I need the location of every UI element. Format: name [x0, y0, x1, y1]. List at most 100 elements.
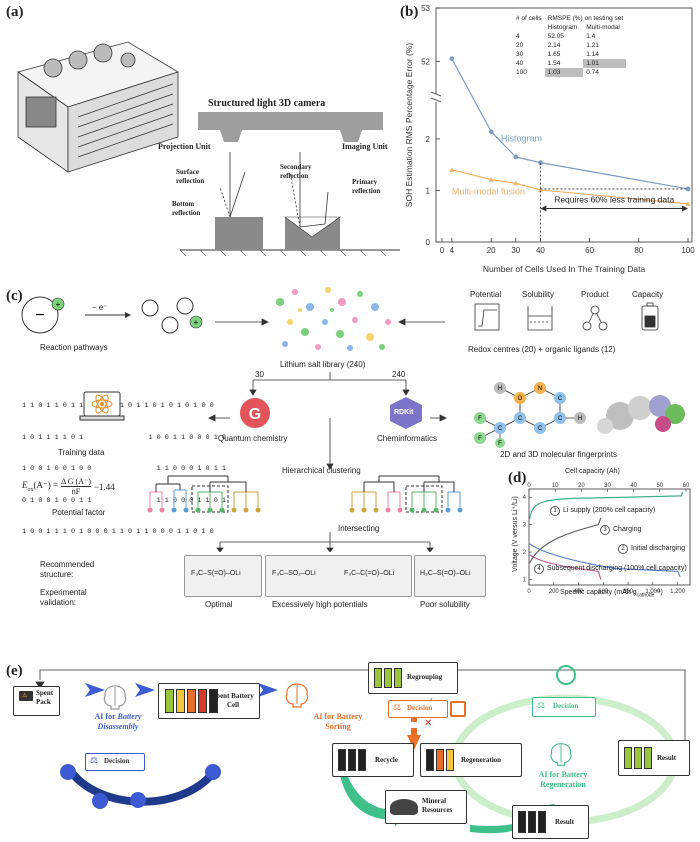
legend-multimodal: Multi-modal fusion [452, 187, 525, 197]
svg-text:H: H [578, 416, 582, 422]
x-tick-label: 4 [450, 246, 455, 255]
y-tick-label: 1 [426, 186, 431, 195]
result-label: Result [657, 754, 677, 762]
y-tick-label: 1 [523, 578, 527, 584]
x-tick-label: 200 [549, 589, 560, 595]
green-cells-icon [624, 747, 652, 769]
potential-factor-label: Potential factor [52, 508, 106, 517]
training-data-label: Training data [58, 448, 105, 457]
spent-pack-label: Spent Pack [36, 689, 54, 706]
range-arrow-head [682, 205, 688, 212]
table-header-group: RMSPE (%) on testing set [547, 15, 624, 22]
prop-solubility: Solubility [522, 290, 555, 299]
decision-disassembly-box: ⚖ Decision [85, 753, 145, 771]
x-tick-label: 0 [527, 589, 531, 595]
potential-formula: Eox(A⁻) = Δ G (A⁻) nF −1.44 [22, 477, 115, 496]
x-tick-label: 60 [585, 246, 594, 255]
binary-row: 1 0 0 1 1 1 0 1 0 0 0 1 1 0 1 1 0 0 0 1 … [22, 528, 214, 536]
dark-cells-icon [338, 749, 366, 771]
range-arrow-head [540, 205, 547, 212]
y-tick-label: 53 [421, 4, 430, 13]
top-tick-label: 0 [527, 483, 531, 489]
electron-label: − e⁻ [92, 303, 108, 312]
prop-potential: Potential [470, 290, 502, 299]
poor-solubility-structure-box: H₃C–S(=O)–OLi [414, 555, 486, 597]
top-tick-label: 20 [578, 483, 585, 489]
svg-text:F: F [498, 441, 502, 447]
camera-title: Structured light 3D camera [208, 98, 326, 109]
table-header-cells: # of cells [516, 15, 542, 22]
gear-icon [92, 793, 108, 809]
server-icon [130, 792, 146, 808]
y-tick-label: 0 [426, 238, 431, 247]
x-tick-label: 20 [487, 246, 496, 255]
curve-subsequent-discharge [529, 554, 602, 580]
recycle-box: Recycle [332, 743, 414, 777]
gavel-icon: ⚖ [393, 702, 402, 712]
x-tick-label: 100 [681, 246, 695, 255]
prop-capacity: Capacity [632, 290, 664, 299]
curve-charging [529, 517, 602, 564]
prop-product: Product [581, 290, 609, 299]
mineral-pile-icon [390, 799, 418, 815]
mixed-cells-icon [426, 749, 454, 771]
binary-row: 1 1 0 1 1 0 1 1 0 1 0 1 1 0 1 1 0 1 0 1 … [22, 402, 214, 410]
cross-icon: ✕ [424, 718, 433, 729]
table-header-mm: Multi-modal [586, 24, 620, 31]
dark-cells-icon [518, 811, 546, 833]
axis-break-mark [430, 91, 442, 97]
panel-a-label: (a) [6, 4, 24, 20]
result-box-right: Result [618, 740, 690, 776]
redox-label: Redox centres (20) + organic ligands (12… [468, 345, 616, 354]
spent-cell-label: Spent Battery Cell [212, 692, 254, 709]
chip-icon [450, 701, 466, 717]
binary-training-block: 1 1 0 1 1 0 1 1 0 1 0 1 1 0 1 1 0 1 0 1 … [22, 380, 226, 548]
quantum-chemistry-label: Quantum chemistry [218, 434, 288, 443]
battery-cells-icon [165, 689, 218, 713]
robot-icon [205, 764, 221, 780]
decision-label: Decision [407, 704, 433, 712]
clustering-label: Hierarchical clustering [282, 466, 361, 475]
legend-histogram: Histogram [501, 134, 542, 144]
ai-sorting-label: AI for Battery Sorting [313, 712, 363, 731]
panel-b-label: (b) [400, 4, 419, 20]
plot-frame [528, 488, 691, 586]
data-point [513, 180, 519, 186]
svg-text:C: C [538, 426, 543, 432]
binary-row: 1 0 1 1 1 1 0 1 1 0 0 1 1 0 0 0 1 0 [22, 433, 226, 442]
svg-text:C: C [498, 426, 503, 432]
n240-label: 240 [392, 370, 406, 379]
top-tick-label: 50 [656, 483, 663, 489]
panel-d-label: (d) [508, 470, 527, 486]
result-label: Result [555, 818, 575, 826]
binary-row: 0 1 0 0 1 0 0 1 1 1 1 0 0 0 1 1 0 1 [22, 496, 226, 505]
property-icons [474, 302, 659, 331]
poor-structure: H₃C–S(=O)–OLi [420, 570, 471, 577]
svg-text:+: + [194, 318, 199, 327]
top-tick-label: 40 [630, 483, 637, 489]
mineral-label: Mineral Resources [422, 797, 453, 814]
atom-laptop-icon [79, 391, 125, 421]
n30-label: 30 [255, 370, 264, 379]
data-point [685, 201, 691, 206]
data-point [537, 187, 543, 192]
y-axis-label: SOH Estimation RMS Percentage Error (%) [404, 43, 414, 208]
data-point [513, 154, 519, 160]
top-axis-label: Cell capacity (Ah) [565, 468, 620, 475]
x-tick-label: 30 [511, 246, 520, 255]
rdkit-label: RDKit [394, 409, 414, 416]
camera-icon [60, 764, 76, 780]
quantum-chemistry-icon: G [240, 398, 270, 428]
data-point [685, 186, 691, 192]
salt-library-dots [276, 287, 391, 351]
annotation: Requires 60% less training data [554, 195, 674, 205]
brain-icon-sorting [285, 683, 309, 708]
